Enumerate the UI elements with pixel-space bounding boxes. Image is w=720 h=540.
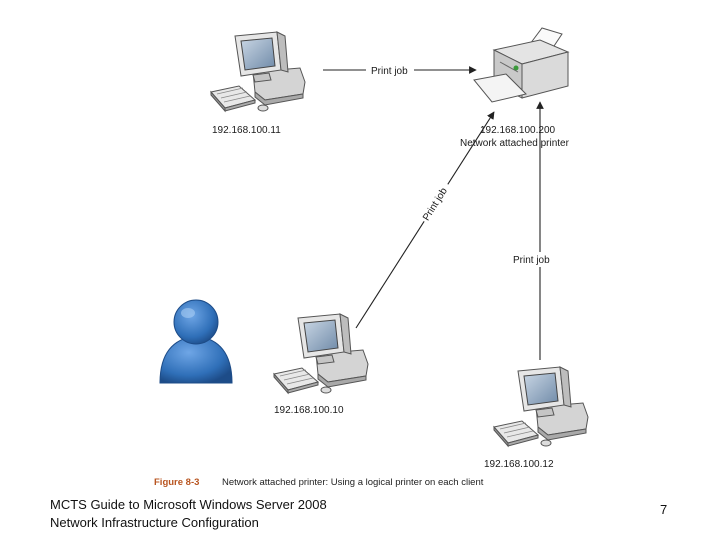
computer-icon — [273, 313, 369, 394]
client-top-ip: 192.168.100.11 — [212, 125, 281, 136]
print-job-label-top: Print job — [371, 66, 408, 77]
printer-name: Network attached printer — [460, 138, 570, 149]
computer-icon — [493, 366, 589, 447]
footer-line-1: MCTS Guide to Microsoft Windows Server 2… — [50, 497, 327, 512]
figure-caption-number: Figure 8-3 — [154, 477, 199, 488]
print-job-label-vertical: Print job — [513, 255, 550, 266]
footer-line-2: Network Infrastructure Configuration — [50, 515, 259, 530]
user-icon — [159, 299, 233, 384]
footer-title: MCTS Guide to Microsoft Windows Server 2… — [50, 496, 327, 532]
figure-caption-text: Network attached printer: Using a logica… — [222, 477, 484, 488]
page-number: 7 — [660, 502, 668, 517]
computer-icon — [210, 31, 306, 112]
printer-ip: 192.168.100.200 — [480, 125, 556, 136]
client-mid-ip: 192.168.100.10 — [274, 405, 344, 416]
client-bottom-ip: 192.168.100.12 — [484, 459, 554, 470]
printer-icon — [473, 27, 570, 103]
